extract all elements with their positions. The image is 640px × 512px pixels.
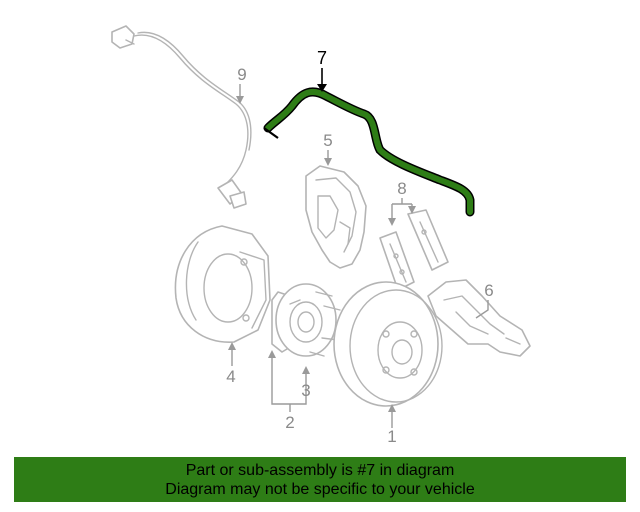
callout-1[interactable]: 1 [387, 427, 396, 446]
part-5-caliper[interactable] [305, 165, 367, 269]
callout-6[interactable]: 6 [484, 281, 493, 300]
part-4-splash-shield[interactable] [174, 225, 271, 343]
part-9-abs-sensor-wire[interactable] [111, 25, 252, 209]
part-3-hub-bearing[interactable] [271, 283, 341, 357]
leader-lines [228, 68, 489, 428]
part-7-brake-hose[interactable] [263, 87, 475, 217]
callout-labels: 1 2 3 4 5 6 7 8 9 [226, 48, 493, 446]
part-8-brake-pads[interactable] [379, 209, 449, 291]
callout-8[interactable]: 8 [397, 179, 406, 198]
part-1-rotor[interactable] [333, 281, 443, 407]
part-6-caliper-bracket[interactable] [427, 279, 531, 357]
callout-5[interactable]: 5 [323, 131, 332, 150]
banner-line-part: Part or sub-assembly is #7 in diagram [185, 462, 455, 479]
callout-2[interactable]: 2 [285, 413, 294, 432]
callout-9[interactable]: 9 [237, 65, 246, 84]
callout-3[interactable]: 3 [301, 381, 310, 400]
callout-4[interactable]: 4 [226, 367, 235, 386]
banner-line-disclaimer: Diagram may not be specific to your vehi… [165, 481, 475, 498]
callout-7[interactable]: 7 [317, 48, 327, 68]
info-banner: Part or sub-assembly is #7 in diagram Di… [14, 457, 626, 502]
